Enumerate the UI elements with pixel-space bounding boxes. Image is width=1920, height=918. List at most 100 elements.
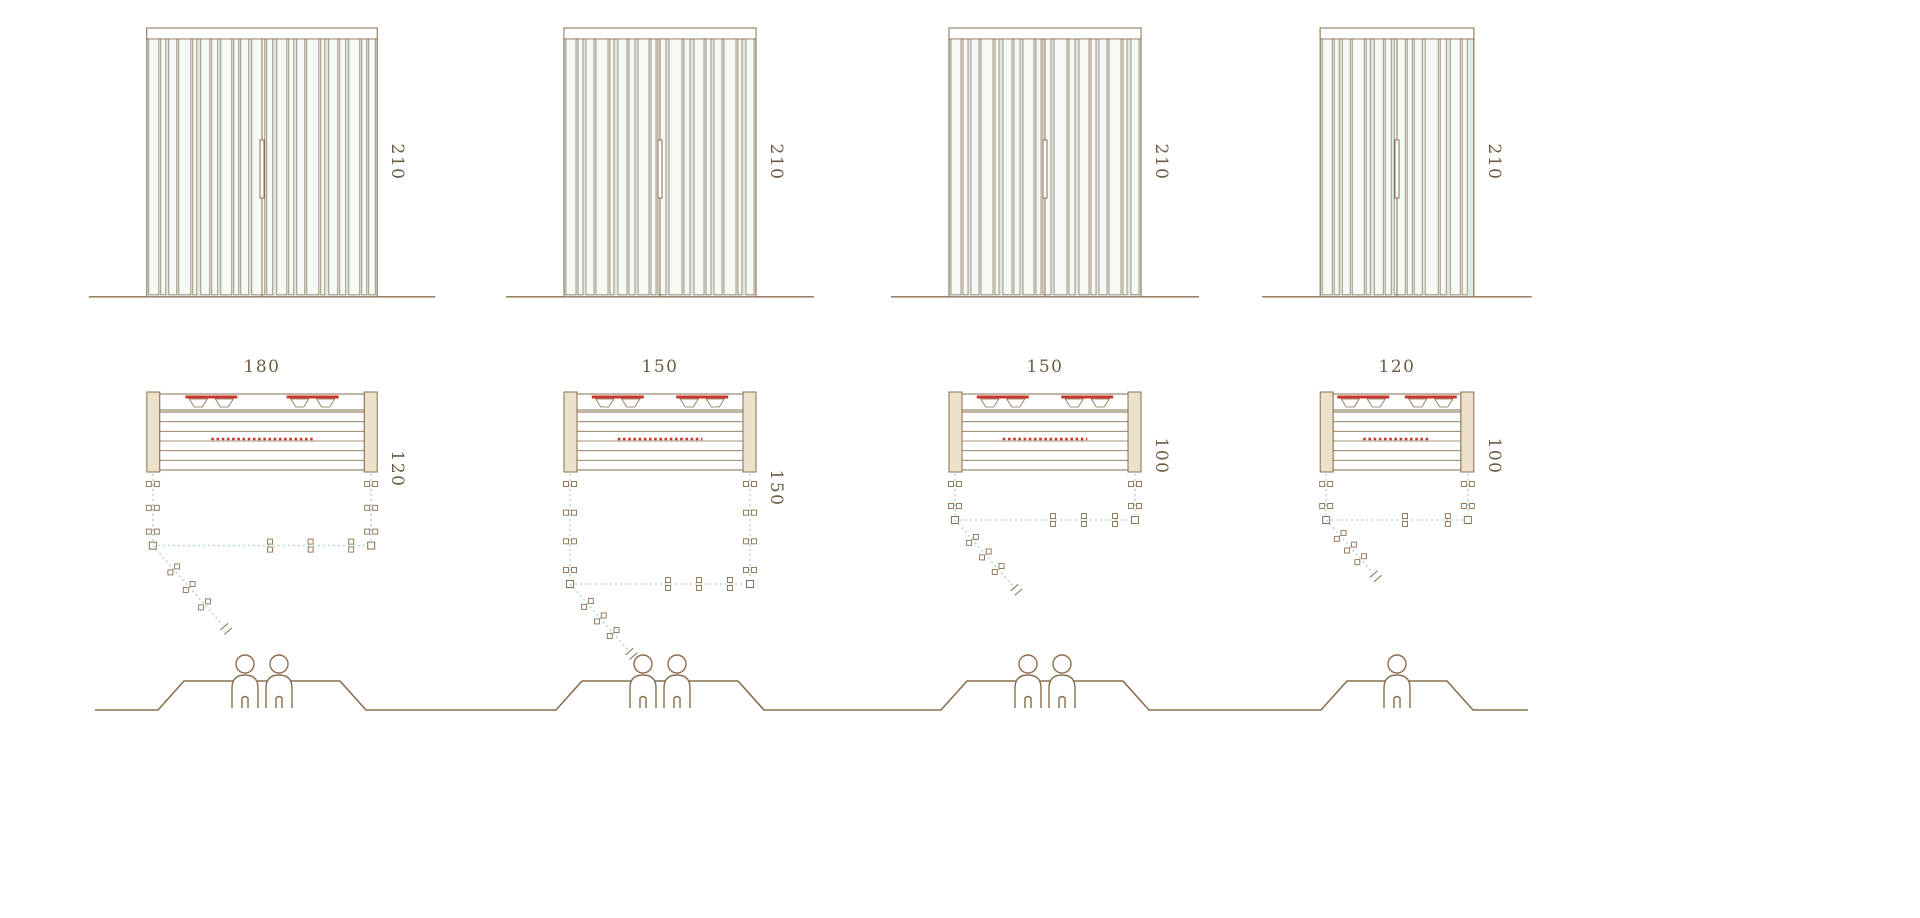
slat	[200, 38, 211, 296]
glass-clamp	[364, 481, 379, 487]
side-wall-left	[1319, 391, 1334, 473]
slat	[1078, 38, 1090, 296]
heater-reflector	[188, 398, 209, 408]
glass-clamp	[593, 612, 607, 625]
slat	[266, 38, 274, 296]
person-body	[231, 674, 259, 708]
width-dimension-label: 150	[1026, 357, 1064, 377]
slat	[609, 38, 615, 296]
heater-reflector	[705, 398, 725, 408]
glass-clamp	[1128, 481, 1142, 487]
slat	[1365, 38, 1371, 296]
slat	[1022, 38, 1035, 296]
slat	[950, 38, 962, 296]
slat	[668, 38, 683, 296]
slat	[1393, 38, 1406, 296]
person-body	[629, 674, 657, 708]
door-pivot	[746, 580, 754, 588]
slat	[1449, 38, 1461, 296]
slat	[240, 38, 250, 296]
height-dimension-label: 210	[1483, 143, 1504, 181]
slat	[595, 38, 609, 296]
seated-person-figure	[1048, 654, 1076, 708]
elevation-front-view	[891, 27, 1199, 298]
door-handle-plan	[629, 652, 638, 660]
slat	[1341, 38, 1351, 296]
glass-clamp	[948, 503, 962, 509]
plan-top-view	[1319, 391, 1475, 473]
heater-reflector	[1408, 398, 1428, 408]
slat	[1108, 38, 1122, 296]
glass-clamp	[1460, 481, 1475, 487]
plan-top-view	[146, 391, 378, 473]
glass-clamp	[267, 538, 273, 553]
heater-reflector	[595, 398, 615, 408]
variant-column-120x100: 210 120 100	[1177, 20, 1617, 668]
plan-top-view	[563, 391, 757, 473]
door-handle-plan	[224, 627, 233, 635]
glass-clamp	[198, 598, 211, 611]
person-body	[265, 674, 293, 708]
slat	[713, 38, 723, 296]
seated-person-figure	[1014, 654, 1042, 708]
slat	[306, 38, 320, 296]
door-handle	[1042, 139, 1048, 199]
person-head	[667, 654, 687, 674]
slat	[178, 38, 192, 296]
height-dimension-label: 210	[766, 143, 786, 181]
door-pivot	[367, 541, 376, 550]
slat	[1424, 38, 1439, 296]
slat	[296, 38, 306, 296]
door-pivot	[1131, 516, 1139, 524]
door-handle-plan	[1373, 574, 1382, 583]
glass-clamp	[991, 563, 1005, 575]
person-head	[633, 654, 653, 674]
slat	[683, 38, 691, 296]
side-wall-right	[742, 391, 757, 473]
bench-profile-line	[95, 680, 1528, 711]
glass-clamp	[182, 581, 196, 593]
top-rail	[1319, 27, 1475, 40]
glass-clamp	[1354, 553, 1368, 566]
glass-clamp	[1344, 541, 1357, 554]
heater-reflector	[315, 398, 336, 408]
slat	[980, 38, 994, 296]
slat	[962, 38, 969, 296]
top-rail	[146, 27, 378, 40]
door-handle	[259, 139, 265, 199]
depth-dimension-label: 100	[1151, 437, 1171, 475]
glass-clamp	[743, 509, 757, 516]
slat	[1413, 38, 1423, 296]
person-legs	[241, 695, 249, 708]
glass-clamp	[696, 577, 702, 591]
door-handle	[1394, 139, 1400, 199]
width-dimension-label: 180	[243, 357, 281, 377]
slat	[1130, 38, 1140, 296]
glass-clamp	[364, 504, 379, 511]
open-door-leaf	[954, 519, 1014, 587]
elevation-front-view	[88, 27, 436, 298]
person-body	[1048, 674, 1076, 708]
elevation-front-view	[506, 27, 814, 298]
slat	[1068, 38, 1076, 296]
slat	[705, 38, 712, 296]
depth-dimension-label: 150	[766, 469, 786, 507]
glass-clamp	[1319, 481, 1334, 487]
door-handle-plan	[1369, 570, 1378, 578]
plan-top-view	[948, 391, 1142, 473]
slat	[970, 38, 980, 296]
person-legs	[639, 695, 647, 708]
glass-clamp	[743, 567, 757, 573]
glass-clamp	[948, 481, 962, 487]
glass-clamp	[307, 538, 314, 553]
top-rail	[563, 27, 757, 40]
person-head	[1018, 654, 1038, 674]
elevation-front-view	[1262, 27, 1532, 298]
glass-clamp	[743, 538, 757, 545]
door-swing-plan	[948, 474, 1142, 596]
top-rail	[948, 27, 1142, 40]
glass-clamp	[563, 538, 577, 545]
glass-clamp	[1128, 503, 1142, 509]
side-wall-left	[146, 391, 161, 473]
slat	[577, 38, 584, 296]
